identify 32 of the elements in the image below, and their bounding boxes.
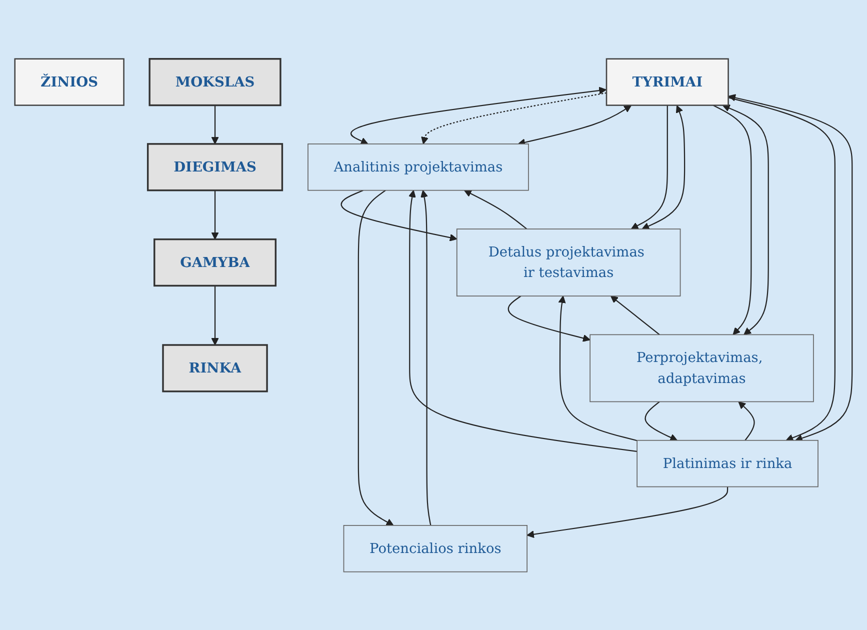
arrow <box>610 295 660 335</box>
arrow <box>558 295 638 441</box>
arrow <box>211 104 219 144</box>
node-box: Potencialios rinkos <box>343 524 528 572</box>
node-box: DIEGIMAS <box>146 142 284 191</box>
node-box: Detalus projektavimas ir testavimas <box>456 228 681 296</box>
node-box: GAMYBA <box>154 238 277 286</box>
node-box: ŽINIOS <box>14 58 124 106</box>
node-box: Perprojektavimas, adaptavimas <box>590 334 814 402</box>
arrow <box>211 190 219 240</box>
arrow <box>644 400 678 441</box>
arrow <box>350 86 606 144</box>
arrow <box>340 189 458 241</box>
arrow <box>722 104 769 335</box>
node-box: Platinimas ir rinka <box>636 440 818 487</box>
node-box: Analitinis projektavimas <box>308 143 529 190</box>
arrow <box>211 285 219 345</box>
arrow <box>464 190 528 230</box>
arrow <box>642 104 686 230</box>
node-box: RINKA <box>162 344 268 392</box>
arrow <box>518 104 632 146</box>
arrow <box>358 190 394 526</box>
arrow <box>508 295 590 342</box>
arrow <box>712 104 752 335</box>
arrow <box>420 190 432 526</box>
arrow <box>526 486 728 538</box>
arrow <box>408 190 638 452</box>
arrow <box>630 104 668 229</box>
node-box: TYRIMAI <box>606 58 729 106</box>
arrow <box>738 401 755 440</box>
node-box: MOKSLAS <box>148 58 282 106</box>
arrow <box>421 92 607 144</box>
